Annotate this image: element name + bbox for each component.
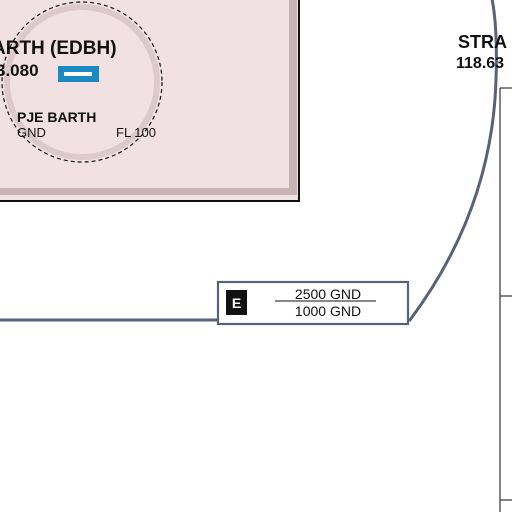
airspace-box-frame	[216, 280, 410, 326]
airspace-boundary	[0, 0, 498, 322]
airspace-class-badge	[226, 290, 247, 315]
parachute-zone-name: PJE BARTH	[17, 109, 96, 125]
runway-inner	[64, 72, 92, 76]
airfield-frequency: 3.080	[0, 61, 39, 80]
airspace-lower-limit: 1000 GND	[295, 303, 361, 319]
restricted-area-shade-right	[289, 0, 297, 195]
airfield-name: ARTH (EDBH)	[0, 38, 117, 59]
runway-symbol	[58, 66, 99, 82]
airspace-class-box: E 2500 GND 1000 GND	[216, 280, 410, 326]
parachute-zone-upper-limit: FL 100	[116, 125, 156, 140]
parachute-zone-lower-limit: GND	[17, 125, 46, 140]
airspace-class-letter: E	[232, 295, 241, 311]
chart-frame-right	[499, 87, 512, 512]
airspace-upper-limit: 2500 GND	[295, 286, 361, 302]
restricted-area-shade-bottom	[0, 188, 291, 195]
airspace-boundary-line	[0, 0, 498, 322]
parachute-zone-inner-ring	[4, 4, 160, 160]
neighbor-station-frequency: 118.63	[456, 55, 504, 72]
neighbor-station-name: STRA	[458, 32, 507, 52]
